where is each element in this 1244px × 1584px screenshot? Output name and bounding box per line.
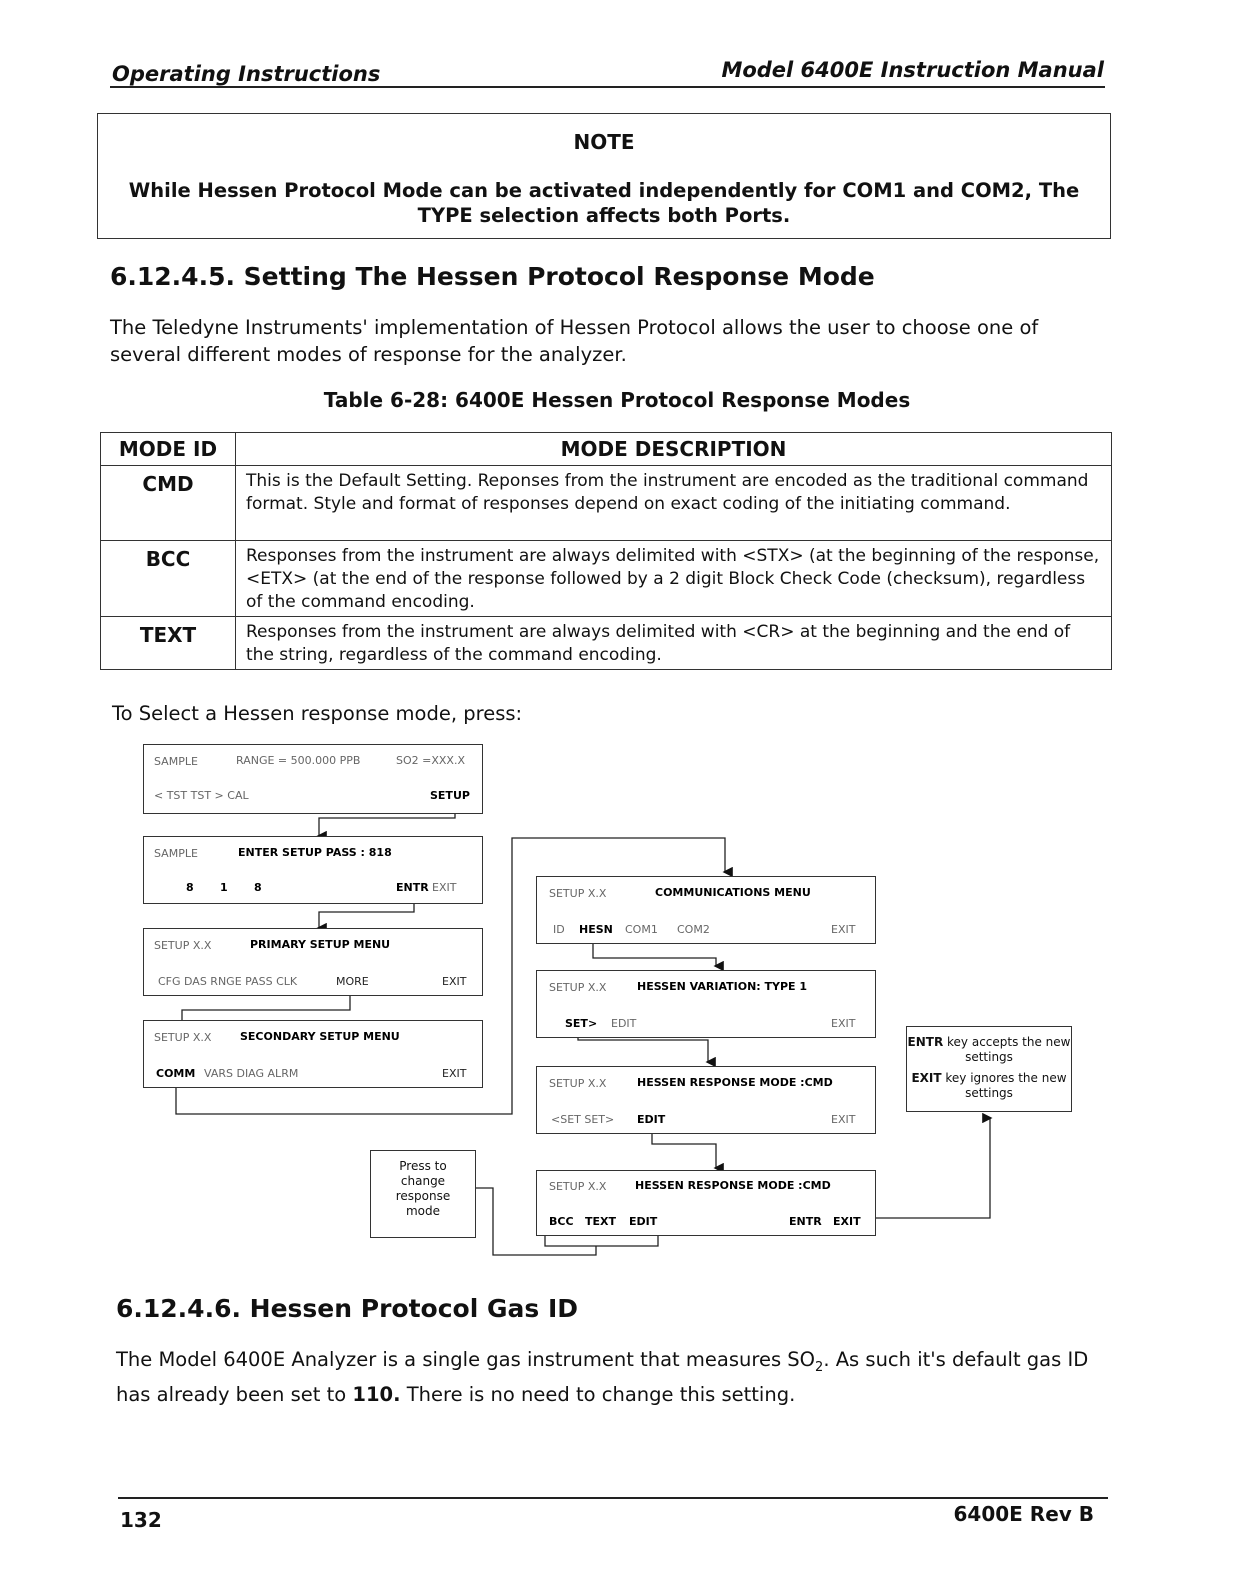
select-instruction: To Select a Hessen response mode, press: (112, 702, 523, 725)
exit-key[interactable]: EXIT (831, 1113, 856, 1126)
section-heading-gas-id: 6.12.4.6. Hessen Protocol Gas ID (116, 1294, 579, 1323)
entr-key[interactable]: ENTR (789, 1215, 822, 1228)
revision-label: 6400E Rev B (953, 1502, 1095, 1526)
screen-range-readout: RANGE = 500.000 PPB (236, 754, 361, 767)
screen-mode-label: SETUP X.X (549, 887, 607, 900)
header-right: Model 6400E Instruction Manual (721, 58, 1104, 82)
more-key[interactable]: MORE (336, 975, 369, 988)
screen-mode-label: SETUP X.X (154, 939, 212, 952)
screen-mode-label: SAMPLE (154, 847, 198, 860)
password-digit-key[interactable]: 8 (254, 881, 262, 894)
callout-entr-exit-keys: ENTR key accepts the new settings EXIT k… (906, 1026, 1072, 1112)
com2-key[interactable]: COM2 (677, 923, 710, 936)
password-digit-key[interactable]: 1 (220, 881, 228, 894)
table-caption: Table 6-28: 6400E Hessen Protocol Respon… (323, 388, 911, 412)
exit-key[interactable]: EXIT (432, 881, 457, 894)
comm-key[interactable]: COMM (156, 1067, 196, 1080)
password-digit-key[interactable]: 8 (186, 881, 194, 894)
mode-desc-cell: Responses from the instrument are always… (235, 616, 1112, 670)
screen-mode-label: SETUP X.X (549, 981, 607, 994)
callout-press-to-change: Press to change response mode (370, 1150, 476, 1238)
screen-hessen-response-mode: SETUP X.X HESSEN RESPONSE MODE :CMD <SET… (536, 1066, 876, 1134)
screen-hessen-response-mode-edit: SETUP X.X HESSEN RESPONSE MODE :CMD BCC … (536, 1170, 876, 1236)
setup-key[interactable]: SETUP (430, 789, 470, 802)
set-prev-next-keys[interactable]: <SET SET> (551, 1113, 615, 1126)
col-header-mode-description: MODE DESCRIPTION (235, 432, 1112, 466)
note-title: NOTE (573, 130, 635, 154)
callout-exit-keyword: EXIT (911, 1071, 942, 1085)
screen-menu-title: SECONDARY SETUP MENU (240, 1030, 400, 1043)
page-number: 132 (120, 1508, 162, 1532)
table-header-row: MODE ID MODE DESCRIPTION (100, 432, 1112, 466)
header-left: Operating Instructions (112, 62, 381, 86)
mode-desc-cell: This is the Default Setting. Reponses fr… (235, 465, 1112, 541)
com1-key[interactable]: COM1 (625, 923, 658, 936)
exit-key[interactable]: EXIT (833, 1215, 861, 1228)
screen-communications-menu: SETUP X.X COMMUNICATIONS MENU ID HESN CO… (536, 876, 876, 944)
screen-sample-range: SAMPLE RANGE = 500.000 PPB SO2 =XXX.X < … (143, 744, 483, 814)
screen-enter-password: SAMPLE ENTER SETUP PASS : 818 8 1 8 ENTR… (143, 836, 483, 904)
exit-key[interactable]: EXIT (831, 923, 856, 936)
bcc-key[interactable]: BCC (549, 1215, 574, 1228)
screen-menu-title: COMMUNICATIONS MENU (655, 886, 811, 899)
screen-primary-setup: SETUP X.X PRIMARY SETUP MENU CFG DAS RNG… (143, 928, 483, 996)
note-body: While Hessen Protocol Mode can be activa… (128, 179, 1080, 227)
edit-key[interactable]: EDIT (611, 1017, 637, 1030)
mode-id-cell: TEXT (100, 616, 236, 670)
note-box: NOTE While Hessen Protocol Mode can be a… (97, 113, 1111, 239)
callout-entr-keyword: ENTR (907, 1035, 944, 1049)
screen-mode-label: SETUP X.X (154, 1031, 212, 1044)
screen-keys[interactable]: < TST TST > CAL (154, 789, 249, 802)
screen-message: ENTER SETUP PASS : 818 (238, 846, 392, 859)
header-rule (110, 86, 1105, 88)
mode-desc-cell: Responses from the instrument are always… (235, 540, 1112, 617)
hesn-key[interactable]: HESN (579, 923, 613, 936)
exit-key[interactable]: EXIT (442, 1067, 467, 1080)
screen-menu-title: HESSEN RESPONSE MODE :CMD (637, 1076, 833, 1089)
screen-menu-title: HESSEN VARIATION: TYPE 1 (637, 980, 808, 993)
col-header-mode-id: MODE ID (100, 432, 236, 466)
callout-exit-text: key ignores the new settings (941, 1071, 1067, 1100)
edit-key[interactable]: EDIT (637, 1113, 666, 1126)
table-row: TEXT Responses from the instrument are a… (100, 616, 1112, 670)
screen-mode-label: SAMPLE (154, 755, 198, 768)
table-row: CMD This is the Default Setting. Reponse… (100, 465, 1112, 541)
screen-keys[interactable]: CFG DAS RNGE PASS CLK (158, 975, 298, 988)
gas-id-paragraph: The Model 6400E Analyzer is a single gas… (116, 1348, 1089, 1406)
id-key[interactable]: ID (553, 923, 565, 936)
screen-menu-title: HESSEN RESPONSE MODE :CMD (635, 1179, 831, 1192)
screen-secondary-setup: SETUP X.X SECONDARY SETUP MENU COMM VARS… (143, 1020, 483, 1088)
response-modes-table: MODE ID MODE DESCRIPTION CMD This is the… (100, 432, 1112, 670)
screen-keys[interactable]: VARS DIAG ALRM (204, 1067, 299, 1080)
screen-concentration-readout: SO2 =XXX.X (396, 754, 465, 767)
callout-entr-text: key accepts the new settings (943, 1035, 1071, 1064)
edit-key[interactable]: EDIT (629, 1215, 658, 1228)
entr-key[interactable]: ENTR (396, 881, 429, 894)
mode-id-cell: BCC (100, 540, 236, 617)
screen-mode-label: SETUP X.X (549, 1077, 607, 1090)
exit-key[interactable]: EXIT (442, 975, 467, 988)
exit-key[interactable]: EXIT (831, 1017, 856, 1030)
footer-rule (118, 1497, 1108, 1499)
text-key[interactable]: TEXT (585, 1215, 617, 1228)
screen-mode-label: SETUP X.X (549, 1180, 607, 1193)
table-row: BCC Responses from the instrument are al… (100, 540, 1112, 617)
section-heading-response-mode: 6.12.4.5. Setting The Hessen Protocol Re… (110, 262, 875, 291)
screen-hessen-variation: SETUP X.X HESSEN VARIATION: TYPE 1 SET> … (536, 970, 876, 1038)
screen-menu-title: PRIMARY SETUP MENU (250, 938, 391, 951)
set-next-key[interactable]: SET> (565, 1017, 598, 1030)
intro-paragraph: The Teledyne Instruments' implementation… (110, 316, 1039, 366)
